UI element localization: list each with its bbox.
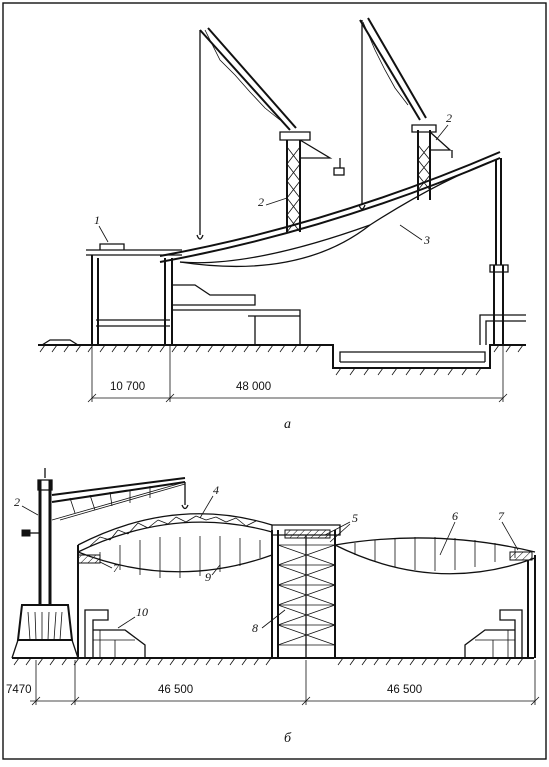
support-block-left (77, 554, 101, 564)
label-3-a: 3 (423, 233, 430, 247)
tower-crane-left (196, 27, 345, 240)
right-support-column (479, 158, 526, 345)
label-4-b: 4 (213, 483, 219, 497)
label-2-b: 2 (14, 495, 20, 509)
label-2-a-left: 2 (258, 195, 264, 209)
label-7-b-left: 7 (113, 561, 120, 575)
ground-line-b (12, 657, 534, 666)
label-1-a: 1 (94, 213, 100, 227)
right-hall-b (334, 537, 536, 658)
cable-right (334, 544, 536, 575)
crane-tower-b (11, 468, 189, 659)
figure-a: 1 2 2 3 10 700 48 000 а (38, 17, 526, 432)
label-8-b: 8 (252, 621, 258, 635)
label-6-b: 6 (452, 509, 458, 523)
dimension-48000: 48 000 (236, 381, 271, 393)
arch-top-left (77, 513, 273, 546)
dimension-46500-right: 46 500 (387, 684, 422, 696)
label-5-b: 5 (352, 511, 358, 525)
figure-b: 2 4 5 6 7 7 8 9 10 7470 46 500 46 500 б (6, 468, 540, 746)
tower-crane-right (358, 17, 453, 210)
ground-line-a (38, 339, 526, 376)
dimension-7470: 7470 (6, 684, 32, 696)
left-hall-b (77, 513, 273, 658)
left-support-building (86, 243, 301, 345)
dimension-line-a (87, 346, 508, 403)
label-7-b-right: 7 (498, 509, 505, 523)
label-10-b: 10 (136, 605, 148, 619)
cable-left (77, 551, 273, 573)
base-right (464, 609, 523, 658)
caption-b: б (284, 731, 292, 746)
support-block-right (509, 551, 533, 561)
roof-span-a (159, 151, 501, 268)
caption-a: а (284, 417, 291, 432)
label-2-a-right: 2 (446, 111, 452, 125)
label-9-b: 9 (205, 570, 211, 584)
lattice-tower-8 (271, 524, 341, 658)
dimension-46500-left: 46 500 (158, 684, 193, 696)
base-left-10 (84, 609, 146, 658)
dimension-10700: 10 700 (110, 381, 145, 393)
dimension-line-b (30, 660, 540, 706)
